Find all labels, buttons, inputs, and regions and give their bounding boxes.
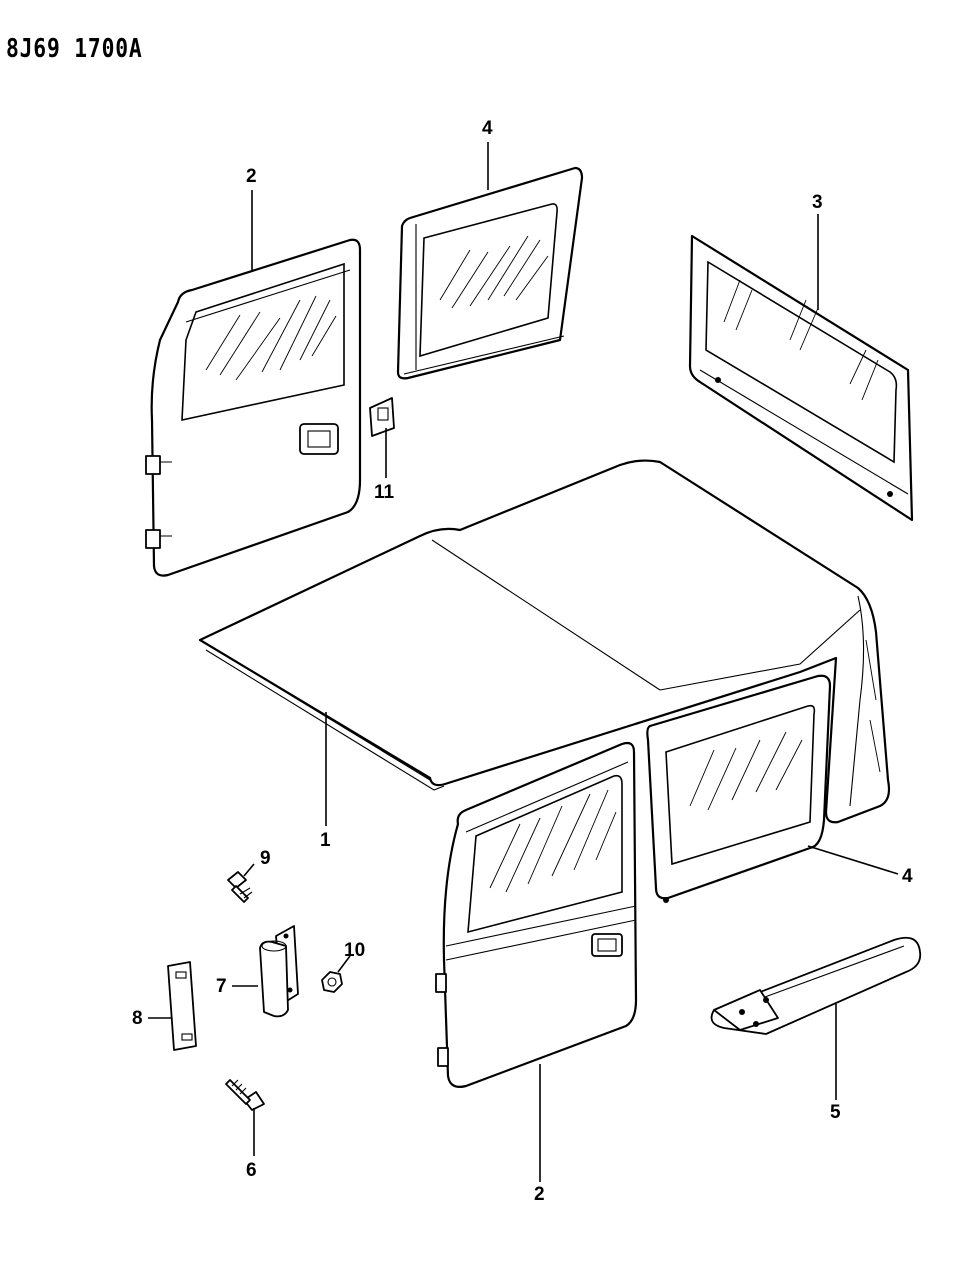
callout-4-top: 4 [482, 118, 493, 139]
callout-2-bottom: 2 [534, 1184, 545, 1205]
callout-11: 11 [374, 482, 395, 503]
callout-8: 8 [132, 1008, 143, 1029]
callout-6: 6 [246, 1160, 257, 1181]
lower-right-door [435, 741, 638, 1088]
bolt-part-9 [227, 871, 253, 903]
lower-quarter-window [646, 674, 832, 903]
rear-window-panel [688, 234, 914, 522]
callout-1: 1 [320, 830, 331, 851]
screw-part-6 [225, 1079, 265, 1111]
leader-lines [148, 142, 899, 1182]
callout-3: 3 [812, 192, 823, 213]
diagram-code: 8J69 1700A [6, 34, 143, 64]
upper-left-door [145, 238, 362, 577]
striker-plate-part-11 [369, 397, 395, 437]
nut-part-10 [321, 971, 343, 993]
callout-4-right: 4 [902, 866, 913, 887]
upper-quarter-window [396, 166, 584, 380]
callout-10: 10 [344, 940, 365, 961]
callout-7: 7 [216, 976, 227, 997]
callout-labels: 2 4 3 11 1 9 10 7 8 6 2 4 5 [132, 118, 913, 1205]
soft-top-roof-part-1 [198, 459, 891, 824]
plate-part-8 [167, 961, 197, 1051]
bow-strap-part-5 [710, 936, 922, 1035]
callout-9: 9 [260, 848, 271, 869]
callout-2-top: 2 [246, 166, 257, 187]
hinge-part-7 [259, 925, 299, 1018]
callout-5: 5 [830, 1102, 841, 1123]
